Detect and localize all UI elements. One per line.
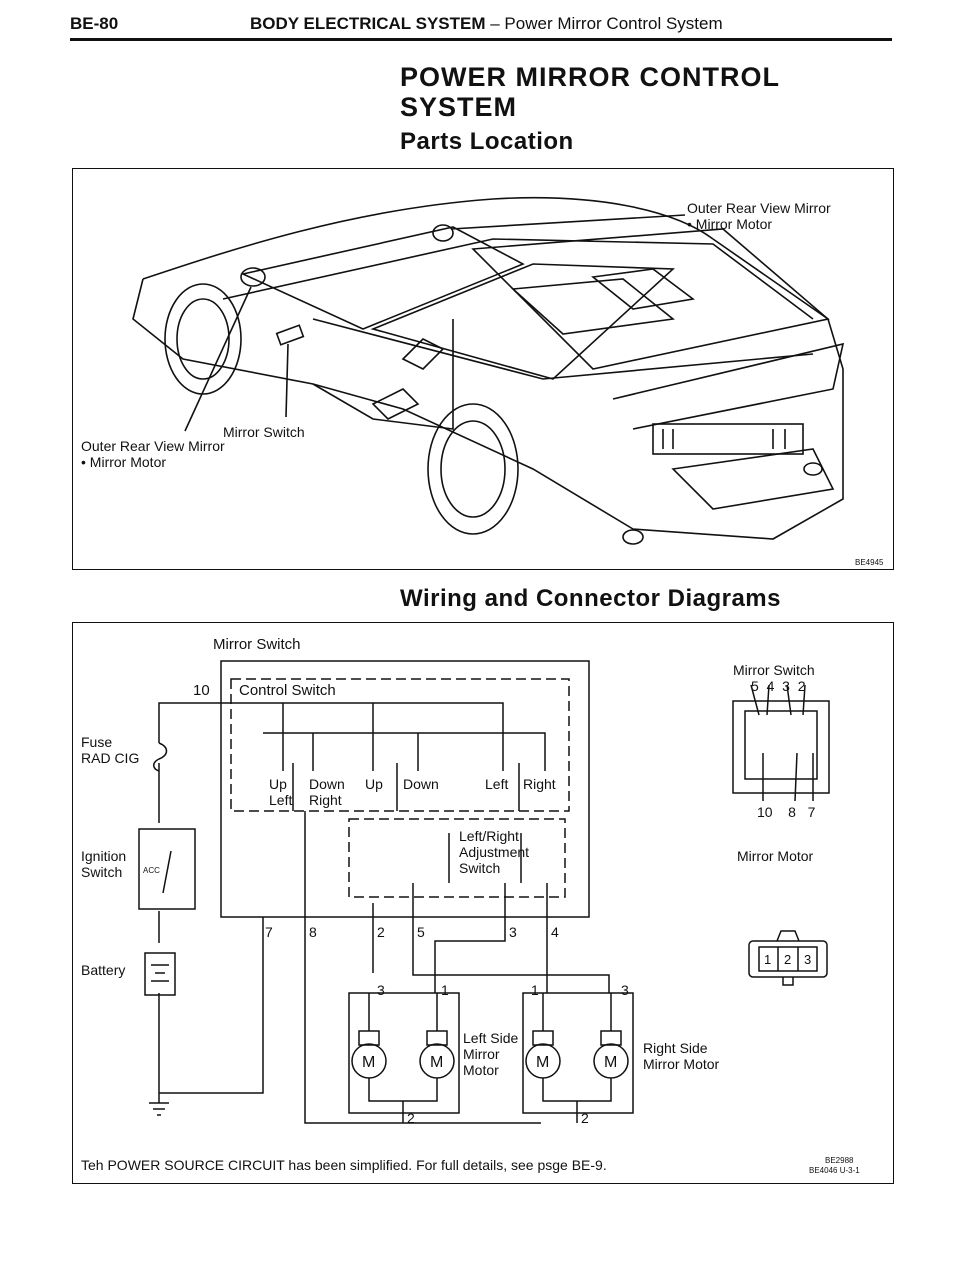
left-motor-pin-1: 1 bbox=[441, 982, 449, 998]
label-mirror-switch: Mirror Switch bbox=[213, 636, 301, 653]
label-ignition-switch: Switch bbox=[81, 864, 122, 880]
label-mirror-motor-right: • Mirror Motor bbox=[687, 216, 772, 232]
label-battery: Battery bbox=[81, 962, 125, 978]
label-lr-adjust-1: Left/Right bbox=[459, 828, 519, 844]
label-control-switch: Control Switch bbox=[239, 682, 336, 699]
label-lr-adjust-2: Adjustment bbox=[459, 844, 529, 860]
label-connector-motor: Mirror Motor bbox=[737, 848, 814, 864]
terminal-3: 3 bbox=[509, 924, 517, 940]
label-right-2: Right bbox=[523, 776, 556, 792]
parts-location-figure: Outer Rear View Mirror • Mirror Motor Ou… bbox=[72, 168, 894, 570]
connector-switch-bottom-pins: 10 8 7 bbox=[757, 804, 816, 820]
terminal-7: 7 bbox=[265, 924, 273, 940]
left-motor-m1: M bbox=[362, 1054, 375, 1071]
running-head: BODY ELECTRICAL SYSTEM – Power Mirror Co… bbox=[250, 14, 723, 34]
page-number: BE-80 bbox=[70, 14, 119, 33]
wiring-diagram: Mirror Switch Control Switch 10 Fuse RAD… bbox=[72, 622, 894, 1184]
label-left-motor-2: Mirror bbox=[463, 1046, 500, 1062]
terminal-2: 2 bbox=[377, 924, 385, 940]
terminal-8: 8 bbox=[309, 924, 317, 940]
label-left-motor-3: Motor bbox=[463, 1062, 499, 1078]
label-outer-mirror-left: Outer Rear View Mirror bbox=[81, 438, 225, 454]
header-rule bbox=[70, 38, 892, 41]
label-rad-cig: RAD CIG bbox=[81, 750, 139, 766]
label-left-1: Left bbox=[269, 792, 292, 808]
right-motor-pin-3: 3 bbox=[621, 982, 629, 998]
label-down-2: Down bbox=[403, 776, 439, 792]
label-fuse: Fuse bbox=[81, 734, 112, 750]
motor-connector-pin-2: 2 bbox=[784, 952, 791, 967]
label-connector-switch: Mirror Switch bbox=[733, 662, 815, 678]
right-motor-m1: M bbox=[536, 1054, 549, 1071]
label-mirror-switch: Mirror Switch bbox=[223, 424, 305, 440]
right-motor-pin-1: 1 bbox=[531, 982, 539, 998]
motor-connector-pin-3: 3 bbox=[804, 952, 811, 967]
label-left-2: Left bbox=[485, 776, 508, 792]
parts-location-heading: Parts Location bbox=[400, 128, 574, 155]
label-up-2: Up bbox=[365, 776, 383, 792]
footnote: Teh POWER SOURCE CIRCUIT has been simpli… bbox=[81, 1157, 607, 1173]
label-left-motor-1: Left Side bbox=[463, 1030, 518, 1046]
label-right-motor-2: Mirror Motor bbox=[643, 1056, 720, 1072]
terminal-5: 5 bbox=[417, 924, 425, 940]
wiring-heading: Wiring and Connector Diagrams bbox=[400, 585, 781, 612]
terminal-10: 10 bbox=[193, 682, 210, 699]
figure-code-1: BE2988 bbox=[825, 1156, 854, 1165]
left-motor-pin-2: 2 bbox=[407, 1110, 415, 1126]
page-title-line1: POWER MIRROR CONTROL bbox=[400, 62, 780, 92]
subsection-title: – Power Mirror Control System bbox=[490, 14, 723, 33]
figure-code-parts: BE4945 bbox=[855, 558, 884, 567]
terminal-4: 4 bbox=[551, 924, 559, 940]
label-acc: ACC bbox=[143, 866, 160, 875]
label-lr-adjust-3: Switch bbox=[459, 860, 500, 876]
page-title-line2: SYSTEM bbox=[400, 92, 518, 122]
right-motor-m2: M bbox=[604, 1054, 617, 1071]
wiring-schematic: Mirror Switch Control Switch 10 Fuse RAD… bbox=[81, 636, 860, 1175]
label-ignition: Ignition bbox=[81, 848, 126, 864]
right-motor-pin-2: 2 bbox=[581, 1110, 589, 1126]
connector-switch-top-pins: 5 4 3 2 bbox=[751, 678, 806, 694]
label-down-1: Down bbox=[309, 776, 345, 792]
label-right-motor-1: Right Side bbox=[643, 1040, 708, 1056]
car-illustration: Outer Rear View Mirror • Mirror Motor Ou… bbox=[81, 196, 884, 567]
label-outer-mirror-right: Outer Rear View Mirror bbox=[687, 200, 831, 216]
figure-code-2: BE4046 U-3-1 bbox=[809, 1166, 860, 1175]
section-title: BODY ELECTRICAL SYSTEM bbox=[250, 14, 486, 33]
left-motor-pin-3: 3 bbox=[377, 982, 385, 998]
motor-connector-pin-1: 1 bbox=[764, 952, 771, 967]
label-right-1: Right bbox=[309, 792, 342, 808]
left-motor-m2: M bbox=[430, 1054, 443, 1071]
label-up-1: Up bbox=[269, 776, 287, 792]
label-mirror-motor-left: • Mirror Motor bbox=[81, 454, 166, 470]
